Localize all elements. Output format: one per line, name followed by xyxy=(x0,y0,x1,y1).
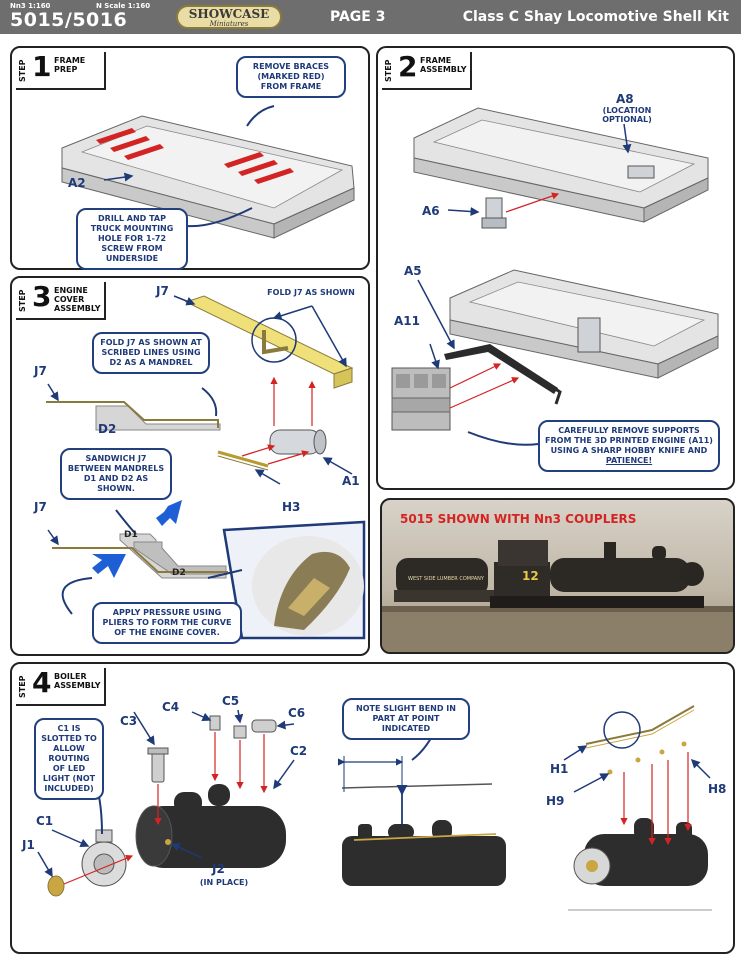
label-h8: H8 xyxy=(708,782,727,796)
step-number: 3 xyxy=(32,280,52,313)
note-j2-in-place: (IN PLACE) xyxy=(199,878,249,887)
remove-braces-callout: REMOVE BRACES (MARKED RED) FROM FRAME xyxy=(236,56,346,98)
apply-pressure-callout: APPLY PRESSURE USING PLIERS TO FORM THE … xyxy=(92,602,242,644)
pliers-inset xyxy=(207,520,366,640)
showcase-logo: SHOWCASE Miniatures xyxy=(176,5,282,29)
part-a5 xyxy=(444,344,562,405)
mandrel-stack-lower xyxy=(52,533,228,579)
label-c5: C5 xyxy=(222,694,240,708)
label-a6: A6 xyxy=(422,204,440,218)
drill-tap-callout: DRILL AND TAP TRUCK MOUNTING HOLE FOR 1-… xyxy=(76,208,188,270)
label-a11: A11 xyxy=(394,314,420,328)
frame-upper xyxy=(413,107,709,223)
frame-lower xyxy=(449,269,719,379)
part-h3 xyxy=(217,450,269,471)
label-c2: C2 xyxy=(290,744,308,758)
photo-caption: 5015 SHOWN WITH Nn3 COUPLERS xyxy=(400,512,637,526)
tender: WEST SIDE LUMBER COMPANY xyxy=(394,558,494,602)
step-number: 2 xyxy=(398,50,418,83)
engine-cover-drawing xyxy=(46,295,366,640)
label-d2-block: D2 xyxy=(172,568,186,578)
page-title: Class C Shay Locomotive Shell Kit xyxy=(462,9,729,25)
label-j7-low: J7 xyxy=(34,500,47,514)
step-number: 4 xyxy=(32,666,52,699)
boiler-right xyxy=(573,818,708,886)
label-j7-mid: J7 xyxy=(34,364,47,378)
page-header: Nn3 1:160 N Scale 1:160 5015/5016 SHOWCA… xyxy=(0,0,741,34)
sandwich-callout: SANDWICH J7 BETWEEN MANDRELS D1 AND D2 A… xyxy=(60,448,172,500)
label-j7-top: J7 xyxy=(156,284,169,298)
boiler-middle xyxy=(342,820,506,886)
label-a2: A2 xyxy=(68,176,86,190)
part-a1 xyxy=(269,429,327,455)
label-c3: C3 xyxy=(120,714,138,728)
label-d2: D2 xyxy=(98,422,117,436)
part-j7-yellow xyxy=(184,295,354,389)
part-a11-engine xyxy=(391,367,451,431)
label-h1: H1 xyxy=(550,762,569,776)
part-c6 xyxy=(251,719,277,733)
note-fold-j7: FOLD J7 AS SHOWN xyxy=(267,288,355,297)
label-j2: J2 xyxy=(212,862,225,876)
remove-supports-callout: CAREFULLY REMOVE SUPPORTS FROM THE 3D PR… xyxy=(538,420,720,472)
locomotive-photo-art: WEST SIDE LUMBER COMPANY 12 xyxy=(382,540,733,652)
note-bend-callout: NOTE SLIGHT BEND IN PART AT POINT INDICA… xyxy=(342,698,470,740)
label-h3: H3 xyxy=(282,500,301,514)
scale-nn3: Nn3 1:160 xyxy=(10,2,51,10)
red-braces xyxy=(96,128,294,184)
part-a6 xyxy=(481,197,507,229)
label-a1: A1 xyxy=(342,474,360,488)
label-a8: A8 xyxy=(616,92,634,106)
label-d1-block: D1 xyxy=(124,530,138,540)
label-c6: C6 xyxy=(288,706,306,720)
tender-lettering: WEST SIDE LUMBER COMPANY xyxy=(408,576,485,582)
logo-main: SHOWCASE xyxy=(188,7,270,21)
label-c4: C4 xyxy=(162,700,180,714)
label-c1: C1 xyxy=(36,814,54,828)
label-h9: H9 xyxy=(546,794,565,808)
boiler-left xyxy=(135,784,286,868)
locomotive: 12 xyxy=(490,540,704,608)
boiler-assembly-drawing xyxy=(37,705,712,911)
step-number: 1 xyxy=(32,50,52,83)
page-number: PAGE 3 xyxy=(330,9,386,25)
model-photo: 5015 SHOWN WITH Nn3 COUPLERS WEST SIDE L… xyxy=(380,498,735,654)
part-c3 xyxy=(147,747,169,783)
part-c5 xyxy=(233,725,247,739)
fold-scribed-callout: FOLD J7 AS SHOWN AT SCRIBED LINES USING … xyxy=(92,332,210,374)
note-a8-location: (LOCATION OPTIONAL) xyxy=(602,106,652,124)
scale-n: N Scale 1:160 xyxy=(96,2,151,10)
frame-assembly-drawing xyxy=(391,107,719,446)
frame-prep-drawing xyxy=(61,105,355,239)
label-j1: J1 xyxy=(22,838,35,852)
model-number: 5015/5016 xyxy=(10,9,128,31)
part-c4 xyxy=(209,715,221,731)
mandrel-d2-upper xyxy=(46,401,221,431)
c1-slotted-callout: C1 IS SLOTTED TO ALLOW ROUTING OF LED LI… xyxy=(34,718,104,800)
number-plate: 12 xyxy=(522,569,539,583)
label-a5: A5 xyxy=(404,264,422,278)
part-c1 xyxy=(81,829,127,887)
logo-sub: Miniatures xyxy=(209,20,249,28)
